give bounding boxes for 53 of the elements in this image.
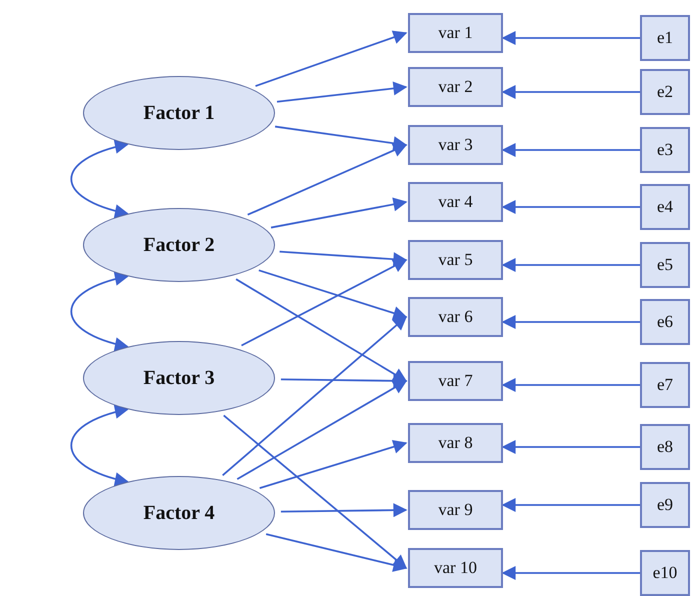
error-box: e2 bbox=[640, 69, 690, 115]
arrow bbox=[223, 414, 408, 569]
arrow bbox=[502, 258, 640, 272]
error-box: e10 bbox=[640, 550, 690, 596]
error-box: e7 bbox=[640, 362, 690, 408]
error-box: e1 bbox=[640, 15, 690, 61]
arrow bbox=[502, 566, 640, 580]
arrow bbox=[502, 440, 640, 454]
variable-box: var 7 bbox=[408, 361, 503, 401]
arrow bbox=[280, 250, 408, 266]
variable-box: var 1 bbox=[408, 13, 503, 53]
arrow bbox=[247, 144, 408, 216]
arrow bbox=[236, 380, 408, 480]
variable-box: var 8 bbox=[408, 423, 503, 463]
arrow bbox=[274, 126, 408, 150]
error-box: e3 bbox=[640, 127, 690, 173]
arrow bbox=[70, 272, 129, 351]
error-box: e9 bbox=[640, 482, 690, 528]
error-box: e6 bbox=[640, 299, 690, 345]
arrow bbox=[255, 30, 408, 87]
factor-ellipse: Factor 4 bbox=[83, 476, 275, 550]
variable-box: var 2 bbox=[408, 67, 503, 107]
arrow bbox=[70, 406, 129, 486]
variable-box: var 4 bbox=[408, 182, 503, 222]
arrow bbox=[502, 143, 640, 157]
arrow bbox=[280, 503, 408, 518]
arrow bbox=[270, 197, 408, 228]
arrow bbox=[70, 140, 129, 218]
variable-box: var 3 bbox=[408, 125, 503, 165]
factor-ellipse: Factor 2 bbox=[83, 208, 275, 282]
arrow bbox=[502, 85, 640, 99]
arrow bbox=[241, 259, 408, 346]
variable-box: var 10 bbox=[408, 548, 503, 588]
arrow bbox=[276, 81, 408, 103]
arrow bbox=[280, 374, 408, 388]
arrow bbox=[236, 278, 408, 382]
arrow bbox=[222, 316, 408, 476]
variable-box: var 5 bbox=[408, 240, 503, 280]
arrow bbox=[259, 440, 408, 489]
variable-box: var 9 bbox=[408, 490, 503, 530]
arrow bbox=[266, 533, 408, 572]
arrow bbox=[258, 269, 408, 320]
arrow bbox=[502, 200, 640, 214]
factor-ellipse: Factor 1 bbox=[83, 76, 275, 150]
variable-box: var 6 bbox=[408, 297, 503, 337]
error-box: e4 bbox=[640, 184, 690, 230]
arrow bbox=[502, 498, 640, 512]
arrow bbox=[502, 378, 640, 392]
arrow bbox=[502, 315, 640, 329]
error-box: e8 bbox=[640, 424, 690, 470]
arrow bbox=[502, 31, 640, 45]
error-box: e5 bbox=[640, 242, 690, 288]
factor-ellipse: Factor 3 bbox=[83, 341, 275, 415]
